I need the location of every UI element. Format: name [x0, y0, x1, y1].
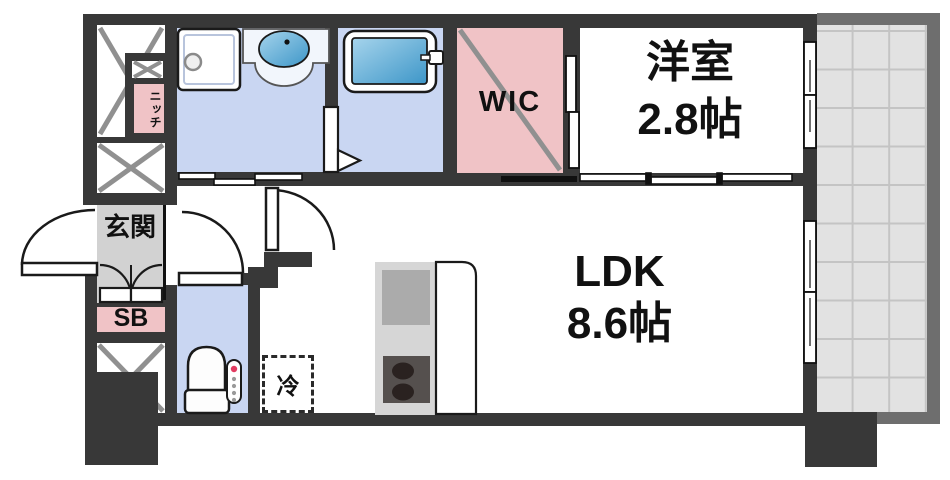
balcony-rail-top — [817, 13, 940, 25]
ldk-door — [264, 186, 336, 252]
bedroom-sliding-door — [579, 172, 793, 185]
wall-toilet-right — [248, 275, 260, 413]
toilet-control-panel — [226, 359, 242, 404]
shoebox-label: SB — [113, 304, 149, 332]
ldk-window — [803, 220, 817, 364]
bath-door — [322, 105, 363, 174]
slider-pocket — [501, 176, 577, 182]
bedroom-window — [803, 41, 817, 149]
wall-entry-stub — [85, 275, 97, 303]
balcony-rail-right — [927, 13, 940, 424]
kitchen-sink-top — [382, 270, 430, 325]
niche-label: ニッチ — [148, 90, 162, 129]
entrance-label: 玄関 — [103, 212, 156, 242]
wic-diagonal — [457, 28, 563, 172]
refrigerator-space: 冷 — [262, 355, 314, 413]
wall-toilet-left — [163, 285, 177, 303]
burner-icon — [392, 383, 414, 401]
wic-sliding-door — [565, 55, 580, 169]
shoebox — [97, 307, 165, 332]
bedroom-size: 2.8帖 — [637, 95, 743, 144]
toilet-door — [177, 210, 245, 287]
wall-bottom — [97, 413, 805, 426]
wic-label: WIC — [478, 86, 542, 118]
kitchen-unit — [375, 260, 478, 416]
tub-handle-icon — [428, 50, 444, 65]
refrigerator-label: 冷 — [276, 373, 300, 399]
washing-machine-pan — [176, 27, 242, 92]
pipe-space-mid — [97, 142, 165, 194]
ldk-label: LDK 8.6帖 — [517, 246, 722, 350]
burner-icon — [392, 362, 414, 380]
bedroom-label: 洋室 2.8帖 — [582, 34, 798, 148]
ldk-name: LDK — [574, 247, 665, 296]
pipe-space-bottom — [85, 343, 165, 465]
ldk-size: 8.6帖 — [566, 299, 673, 348]
wall-bath-right — [443, 14, 457, 173]
pipe-space-mini — [132, 60, 163, 79]
toilet — [183, 345, 242, 415]
wall-toilet-jamb — [242, 273, 260, 287]
entry-door — [20, 208, 99, 277]
sink-basin — [242, 28, 330, 87]
balcony-floor — [817, 25, 927, 412]
washroom-sliding-door — [178, 172, 303, 186]
shoebox-doors — [98, 263, 164, 304]
balcony-rail-bottom — [877, 412, 940, 424]
kitchen-counter — [434, 260, 478, 416]
bedroom-name: 洋室 — [646, 38, 734, 87]
faucet-dot-icon — [284, 39, 290, 45]
bedroom-floor — [580, 28, 803, 173]
bathtub — [342, 29, 444, 94]
wall-stub-a — [264, 252, 312, 267]
niche-box — [134, 84, 164, 133]
